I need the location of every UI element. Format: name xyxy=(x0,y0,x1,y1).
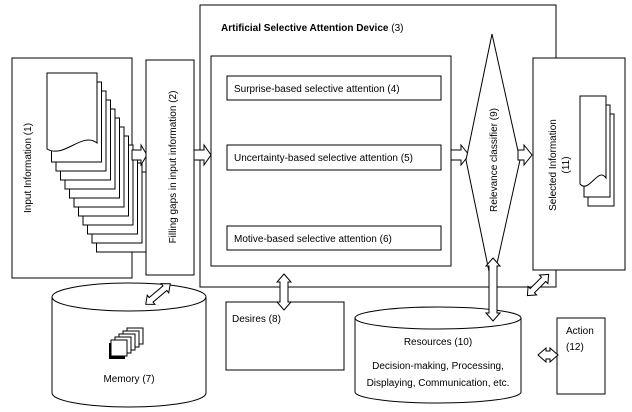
arrow-memory-filling xyxy=(145,283,171,305)
input-document-stack-icon xyxy=(46,72,147,253)
uncertainty-attention-label: Uncertainty-based selective attention (5… xyxy=(234,153,413,164)
motive-attention-box xyxy=(226,225,442,251)
filling-gaps-box xyxy=(145,59,195,276)
uncertainty-attention-box xyxy=(226,144,442,171)
selected-document-stack-icon xyxy=(579,95,615,207)
filling-gaps-label: Filling gaps in input information (2) xyxy=(168,91,179,244)
arrow-input-to-filling xyxy=(131,143,148,167)
arrow-inner-to-classifier xyxy=(450,143,470,167)
resources-cylinder xyxy=(354,306,522,404)
selected-information-number: (11) xyxy=(561,156,572,173)
motive-attention-label: Motive-based selective attention (6) xyxy=(234,234,392,245)
action-number: (12) xyxy=(566,342,584,353)
memory-label: Memory (7) xyxy=(103,374,154,385)
arrow-classifier-to-selected xyxy=(517,143,533,167)
arrow-filling-to-inner xyxy=(193,143,212,167)
arrow-selected-resources xyxy=(526,273,550,297)
relevance-classifier-label: Relevance classifier (9) xyxy=(489,108,500,212)
action-label: Action xyxy=(566,326,594,337)
surprise-attention-box xyxy=(226,75,442,101)
input-information-label: Input Information (1) xyxy=(23,123,34,213)
attention-device-title: Artificial Selective Attention Device (3… xyxy=(221,23,403,34)
desires-box xyxy=(225,301,345,371)
selected-information-label: Selected Information xyxy=(548,119,559,211)
arrow-device-desires xyxy=(275,273,293,311)
resources-title: Resources (10) xyxy=(404,337,472,348)
resources-line-1: Decision-making, Processing, xyxy=(372,361,504,372)
arrow-resources-action xyxy=(537,346,559,364)
resources-line-2: Displaying, Communication, etc. xyxy=(367,378,510,389)
arrow-classifier-resources xyxy=(484,257,502,322)
memory-document-stack-icon xyxy=(109,327,144,359)
surprise-attention-label: Surprise-based selective attention (4) xyxy=(234,84,400,95)
desires-label: Desires (8) xyxy=(232,314,281,325)
action-box xyxy=(556,317,606,395)
